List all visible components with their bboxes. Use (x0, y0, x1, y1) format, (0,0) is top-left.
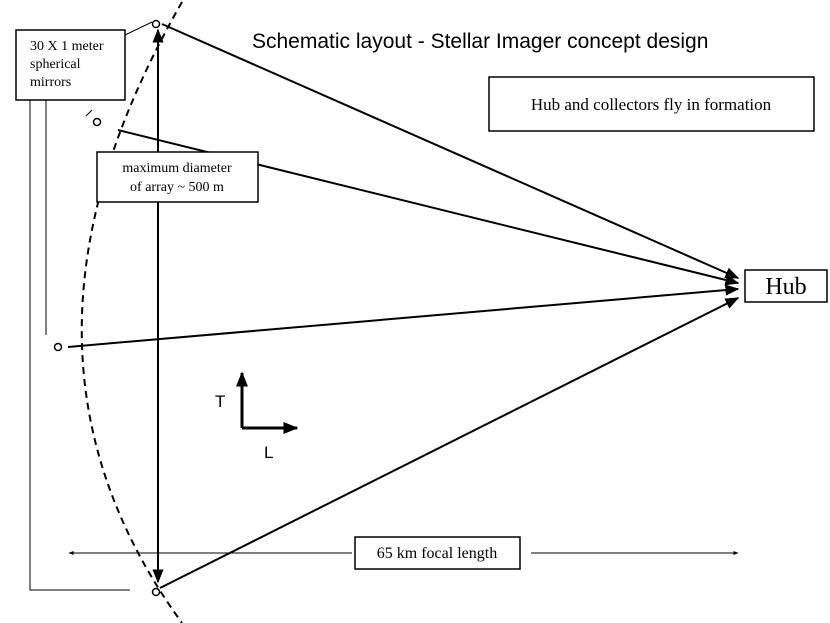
formation-box-label: Hub and collectors fly in formation (531, 95, 772, 114)
mirror-collector-top (151, 19, 161, 29)
hub-label: Hub (765, 274, 806, 300)
mirror-collector-upper (92, 117, 102, 127)
diagram-title: Schematic layout - Stellar Imager concep… (252, 30, 708, 53)
mirror-collector-middle (53, 342, 63, 352)
mirror-collector-bottom (151, 587, 161, 597)
mirrors-box-line-1: 30 X 1 meter (30, 39, 104, 54)
mirrors-box-line-2: spherical (30, 57, 81, 72)
l-axis-label: L (264, 443, 273, 462)
ray-middle (67, 284, 740, 348)
ray-bottom (159, 297, 740, 589)
focal-box-label: 65 km focal length (377, 545, 497, 562)
mirror-collectors (53, 19, 161, 597)
diameter-box-line-1: maximum diameter (122, 161, 232, 176)
mirrors-box: 30 X 1 meter spherical mirrors (15, 29, 126, 101)
focal-length-indicator: 65 km focal length (68, 536, 739, 570)
formation-box: Hub and collectors fly in formation (488, 76, 815, 132)
mirror-array-arc (80, 1, 183, 623)
tl-axes: T L (215, 371, 299, 462)
diameter-box: maximum diameter of array ~ 500 m (96, 151, 259, 203)
diameter-box-line-2: of array ~ 500 m (130, 180, 224, 195)
hub-box: Hub (744, 269, 828, 303)
mirrors-box-line-3: mirrors (30, 75, 71, 90)
mirrors-leader-lines (29, 21, 153, 591)
ray-top (161, 23, 740, 279)
focal-box (354, 536, 521, 570)
t-axis-label: T (215, 392, 225, 411)
